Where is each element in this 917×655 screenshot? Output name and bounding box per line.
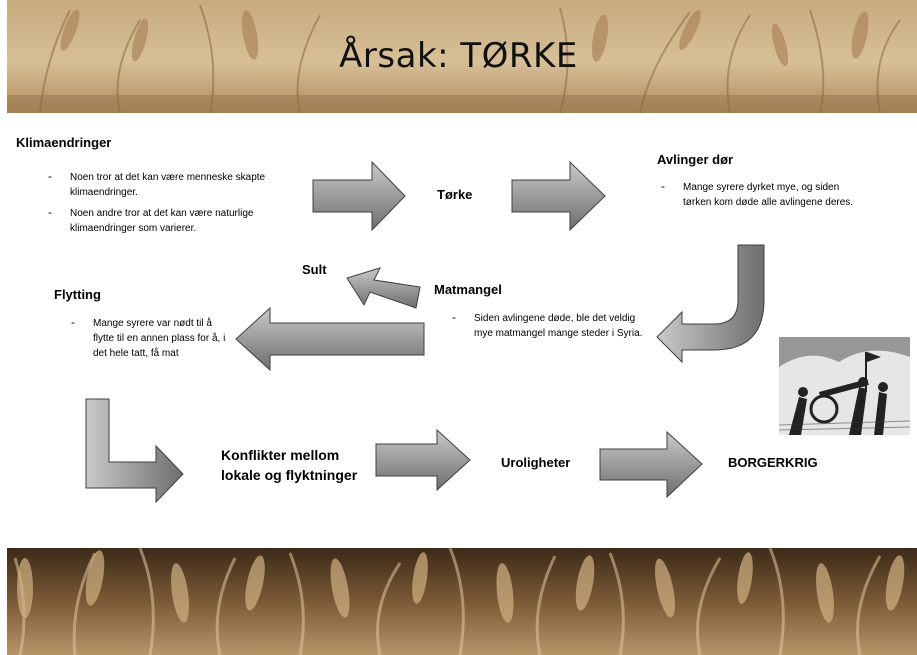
arrow-left-1: [235, 306, 425, 372]
konflikter-line2: lokale og flyktninger: [221, 467, 358, 483]
avlinger-bullets: -Mange syrere dyrket mye, og siden tørke…: [661, 179, 863, 216]
arrow-right-2: [511, 160, 606, 232]
wheat-banner-top: [0, 0, 917, 113]
list-item: -Mange syrere var nødt til å flytte til …: [71, 315, 226, 359]
arrow-right-3: [375, 428, 471, 492]
node-flytting: Flytting: [54, 287, 101, 302]
node-matmangel: Matmangel: [434, 282, 502, 297]
matmangel-bullets: -Siden avlingene døde, ble det veldig my…: [452, 310, 649, 347]
arrow-curve-down-left: [656, 244, 765, 364]
arrow-right-1: [312, 160, 406, 232]
list-item: -Mange syrere dyrket mye, og siden tørke…: [661, 179, 854, 208]
node-klimaendringer: Klimaendringer: [16, 135, 112, 150]
list-item: -Siden avlingene døde, ble det veldig my…: [452, 310, 643, 339]
klimaendringer-bullets: -Noen tror at det kan være menneske skap…: [48, 169, 305, 242]
battle-illustration: [779, 337, 910, 435]
node-konflikter: Konflikter mellom lokale og flyktninger: [221, 445, 357, 485]
node-torke: Tørke: [437, 187, 473, 202]
arrow-diagonal-sult: [346, 267, 421, 309]
slide-title: Årsak: TØRKE: [339, 36, 578, 76]
arrow-right-4: [599, 430, 703, 499]
flytting-bullets: -Mange syrere var nødt til å flytte til …: [71, 315, 233, 367]
arrow-l-shape: [85, 398, 184, 504]
list-item: -Noen tror at det kan være menneske skap…: [48, 169, 266, 198]
list-item: -Noen andre tror at det kan være naturli…: [48, 205, 254, 234]
node-avlinger-dor: Avlinger dør: [657, 152, 734, 167]
konflikter-line1: Konflikter mellom: [221, 447, 340, 463]
node-sult: Sult: [302, 262, 327, 277]
wheat-banner-bottom: [0, 548, 917, 655]
node-borgerkrig: BORGERKRIG: [728, 455, 818, 470]
slide-frame-left: [0, 0, 7, 655]
node-uroligheter: Uroligheter: [501, 455, 571, 470]
